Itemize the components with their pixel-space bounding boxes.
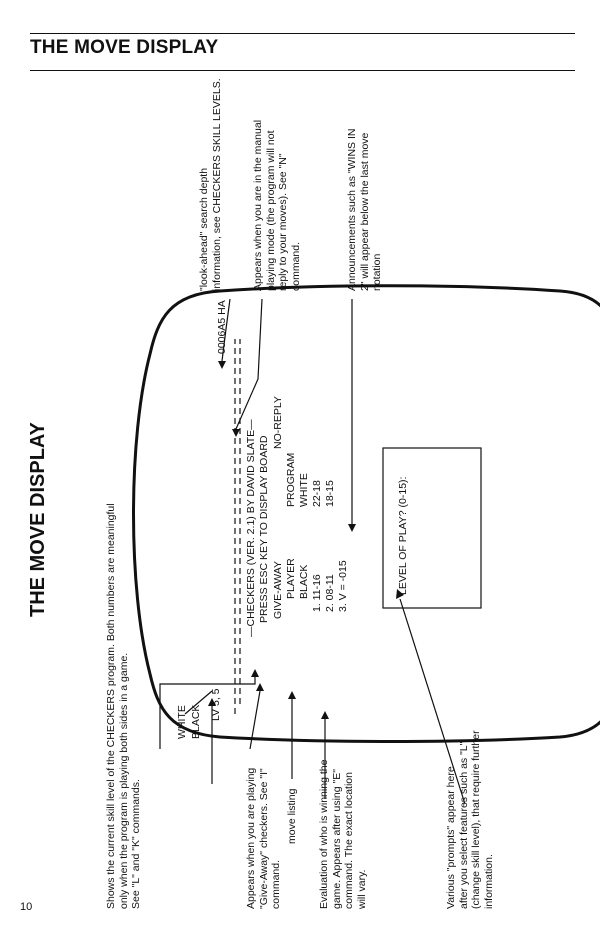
screen-prompt: LEVEL OF PLAY? (0-15):: [397, 476, 409, 595]
giveaway-note: Appears when you are playing"Give-Away" …: [245, 767, 282, 909]
prompt-box: [382, 447, 482, 609]
screen-eval: 3. V = -015: [337, 560, 349, 612]
label-black: BLACK: [190, 704, 202, 739]
screen-move-r1: 22-18: [311, 480, 323, 507]
header-rule-bottom: [30, 70, 575, 71]
screen-black: BLACK: [298, 564, 310, 599]
header-rule-top: [30, 33, 575, 34]
label-white: WHITE: [176, 705, 188, 739]
page-title: THE MOVE DISPLAY: [30, 37, 219, 58]
arrowheads: [208, 361, 404, 719]
page-number: 10: [20, 901, 33, 913]
screen-level: LV 5, 5: [210, 688, 222, 722]
side-title: THE MOVE DISPLAY: [27, 422, 49, 617]
move-listing-note: move listing: [286, 788, 298, 844]
screen-move-2: 2. 08-11: [324, 574, 336, 612]
screen-program: PROGRAM: [285, 452, 297, 507]
leader-lines: [159, 298, 466, 805]
screen-banner1: —CHECKERS (VER. 2.1) BY DAVID SLATE—: [245, 419, 257, 637]
screen-no-reply: NO-REPLY: [272, 396, 284, 449]
skill-note: Shows the current skill level of the CHE…: [105, 503, 142, 909]
screen-move-1: 1. 11-16: [311, 574, 323, 612]
screen-player: PLAYER: [285, 558, 297, 599]
screen-give-away: GIVE-AWAY: [272, 561, 284, 619]
monitor-outline: [132, 284, 600, 743]
screen-white: WHITE: [298, 473, 310, 507]
screen-hash: 0006A5 HA: [216, 300, 228, 354]
screen-move-r2: 18-15: [324, 480, 336, 507]
screen-banner2: PRESS ESC KEY TO DISPLAY BOARD: [258, 435, 270, 623]
